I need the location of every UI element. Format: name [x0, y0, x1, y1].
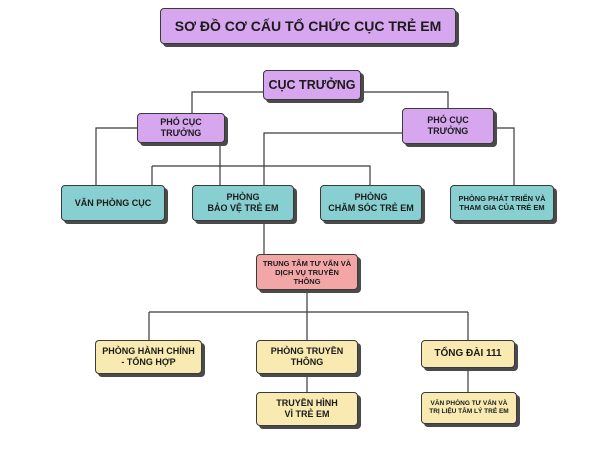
node-hotline: TỔNG ĐÀI 111 [421, 340, 515, 368]
connector-director-deputy-right [360, 91, 449, 108]
chart-title: SƠ ĐỒ CƠ CẤU TỔ CHỨC CỤC TRẺ EM [160, 8, 456, 44]
node-admin: PHÒNG HÀNH CHÍNH - TỔNG HỢP [95, 340, 202, 374]
node-director: CỤC TRƯỞNG [263, 70, 361, 100]
connector-deputy-left-office [95, 127, 138, 185]
node-dept-care: PHÒNG CHĂM SÓC TRẺ EM [320, 185, 422, 221]
node-deputy-right: PHÓ CỤC TRƯỞNG [402, 108, 494, 144]
node-office: VĂN PHÒNG CỤC [61, 185, 165, 221]
node-dept-development: PHÒNG PHÁT TRIỂN VÀ THAM GIA CỦA TRẺ EM [450, 185, 554, 221]
connector-director-deputy-left [191, 91, 264, 113]
node-center: TRUNG TÂM TƯ VẤN VÀ DỊCH VỤ TRUYỀN THÔNG [256, 254, 358, 290]
connector-deputy-right-care [263, 132, 402, 274]
node-counseling: VĂN PHÒNG TƯ VẤN VÀ TRỊ LIỆU TÂM LÝ TRẺ … [421, 392, 517, 424]
node-tv: TRUYỀN HÌNH VÌ TRẺ EM [256, 392, 358, 426]
node-communication: PHÒNG TRUYỀN THÔNG [256, 340, 358, 374]
node-dept-protection: PHÒNG BẢO VỆ TRẺ EM [192, 185, 294, 221]
connector-deputy-right-development [492, 127, 515, 185]
node-deputy-left: PHÓ CỤC TRƯỞNG [137, 113, 225, 143]
connector-care [152, 165, 371, 185]
